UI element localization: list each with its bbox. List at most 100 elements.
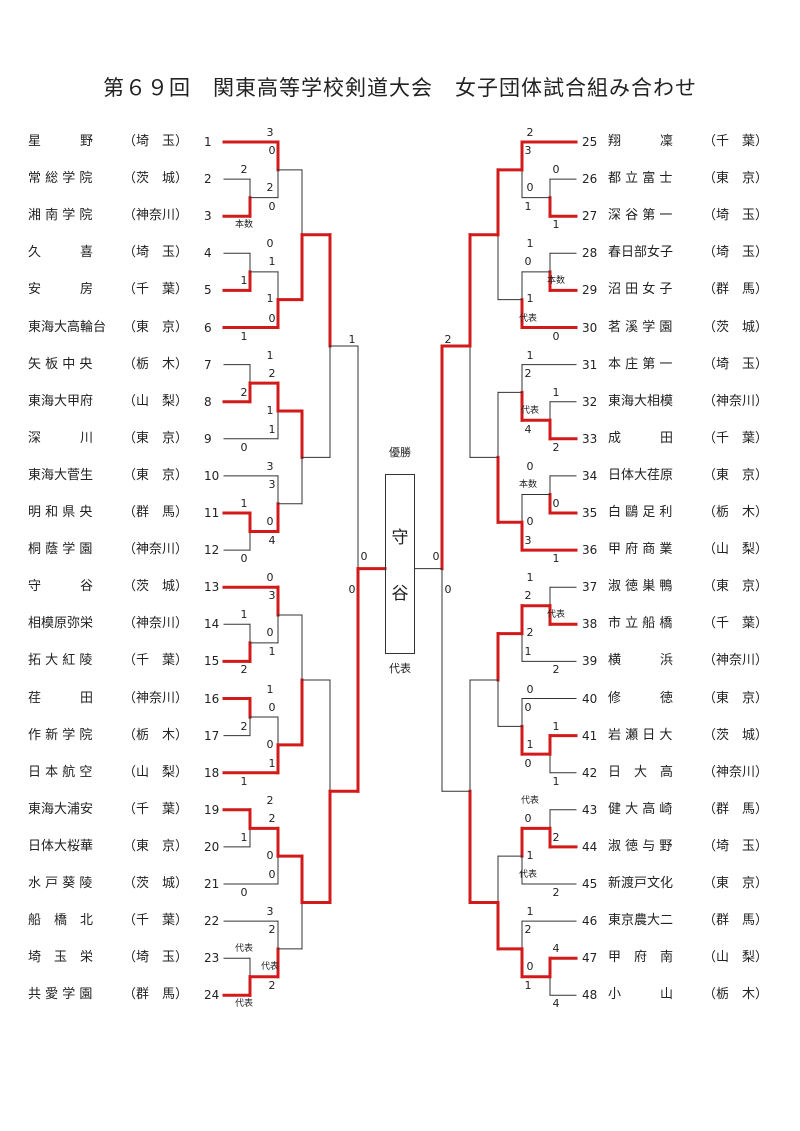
team-row: 東海大菅生（東 京） — [28, 467, 188, 483]
match-score: 0 — [268, 868, 276, 881]
match-score: 1 — [268, 422, 276, 436]
team-row: 湘 南 学 院（神奈川） — [28, 209, 188, 223]
team-seed: 19 — [204, 802, 220, 817]
team-prefecture: （山 梨） — [123, 764, 189, 780]
match-score: 0 — [432, 550, 440, 563]
match-score: 3 — [266, 126, 274, 139]
team-prefecture: （群 馬） — [703, 282, 769, 298]
team-seed: 10 — [204, 468, 220, 483]
team-prefecture: （神奈川） — [703, 393, 769, 409]
match-score: 2 — [526, 126, 534, 139]
team-name: 小 山 — [608, 987, 674, 1003]
match-score: 0 — [524, 756, 532, 770]
match-score: 2 — [552, 886, 560, 899]
result-note: 代表 — [260, 962, 280, 973]
team-row: 深 谷 第 一（埼 玉） — [608, 209, 768, 223]
team-name: 春日部女子 — [608, 245, 674, 261]
team-name: 成 田 — [608, 430, 674, 446]
team-name: 矢 板 中 央 — [28, 356, 93, 372]
team-prefecture: （神奈川） — [123, 542, 189, 558]
team-seed: 42 — [582, 765, 598, 780]
champion-label: 優勝 — [389, 446, 411, 459]
team-seed: 44 — [582, 839, 598, 854]
champion-char-1: 守 — [391, 528, 409, 548]
team-prefecture: （神奈川） — [703, 764, 769, 780]
team-row: 東海大高輪台（東 京） — [28, 319, 188, 335]
team-row: 東海大甲府（山 梨） — [28, 393, 188, 409]
team-row: 日体大荏原（東 京） — [608, 467, 769, 483]
match-score: 1 — [552, 552, 560, 566]
match-score: 0 — [266, 571, 274, 585]
team-seed: 15 — [204, 654, 220, 669]
result-note: 代表 — [234, 999, 254, 1010]
team-seed: 6 — [204, 320, 212, 335]
champion-box: 守 谷 — [385, 474, 415, 654]
match-score: 0 — [266, 737, 274, 751]
team-row: 久 喜（埼 玉） — [28, 246, 188, 260]
team-row: 修 徳（東 京） — [608, 691, 768, 706]
team-seed: 40 — [582, 691, 598, 706]
team-name: 水 戸 葵 陵 — [28, 876, 93, 891]
team-seed: 24 — [204, 988, 220, 1003]
team-row: 横 浜（神奈川） — [608, 654, 768, 668]
team-row: 東海大相模（神奈川） — [608, 393, 769, 409]
match-score: 2 — [240, 385, 248, 399]
team-seed: 30 — [582, 320, 598, 335]
team-seed: 18 — [204, 765, 220, 780]
match-score: 1 — [266, 682, 274, 696]
match-score: 3 — [524, 144, 532, 157]
match-score: 0 — [240, 886, 248, 899]
match-score: 1 — [526, 292, 534, 306]
match-score: 1 — [526, 237, 534, 251]
team-row: 茗 溪 学 園 （茨 城） — [608, 319, 769, 335]
team-prefecture: （栃 木） — [123, 727, 189, 743]
team-row: 春日部女子（埼 玉） — [608, 246, 768, 260]
result-note: 代表 — [234, 944, 254, 955]
team-seed: 14 — [204, 617, 220, 632]
match-score: 1 — [524, 979, 532, 993]
match-score: 1 — [552, 774, 560, 788]
team-prefecture: （埼 玉） — [123, 950, 189, 966]
team-prefecture: （東 京） — [703, 467, 769, 483]
result-note: 本数 — [546, 276, 566, 287]
team-name: 茗 溪 学 園 — [608, 319, 673, 335]
team-prefecture: （東 京） — [703, 579, 769, 595]
team-prefecture: （山 梨） — [703, 542, 769, 558]
team-prefecture: （茨 城） — [703, 319, 769, 335]
team-row: 安 房（千 葉） — [28, 283, 188, 297]
team-prefecture: （東 京） — [123, 838, 189, 854]
match-score: 0 — [444, 583, 452, 596]
team-name: 桐 蔭 学 園 — [28, 542, 93, 558]
team-seed: 12 — [204, 543, 220, 558]
team-row: 淑 徳 与 野（埼 玉） — [608, 839, 768, 854]
team-row: 守 谷（茨 城） — [28, 580, 188, 594]
match-score: 1 — [526, 848, 534, 862]
team-name: 沼 田 女 子 — [608, 282, 673, 298]
team-prefecture: （栃 木） — [703, 987, 769, 1003]
team-prefecture: （千 葉） — [123, 653, 189, 669]
team-seed: 8 — [204, 394, 212, 409]
result-note: 本数 — [518, 479, 538, 490]
team-row: 東海大浦安（千 葉） — [28, 802, 188, 817]
champion-char-2: 谷 — [391, 584, 409, 604]
team-name: 本 庄 第 一 — [608, 356, 673, 372]
team-name: 東海大甲府 — [28, 393, 94, 409]
team-seed: 2 — [204, 172, 212, 187]
match-score: 0 — [266, 848, 274, 862]
team-prefecture: （群 馬） — [703, 801, 769, 817]
match-score: 1 — [526, 571, 534, 585]
team-prefecture: （埼 玉） — [123, 134, 189, 149]
team-prefecture: （千 葉） — [703, 616, 769, 632]
team-name: 安 房 — [28, 282, 94, 298]
match-score: 0 — [266, 626, 274, 640]
team-prefecture: （千 葉） — [703, 430, 769, 446]
team-seed: 26 — [582, 172, 598, 187]
team-name: 東海大高輪台 — [28, 319, 107, 335]
page-title: 第６９回 関東高等学校剣道大会 女子団体試合組み合わせ — [103, 76, 697, 100]
match-score: 0 — [552, 329, 560, 343]
team-name: 東海大菅生 — [28, 467, 94, 483]
team-row: 甲 府 南（山 梨） — [608, 951, 768, 965]
team-seed: 11 — [204, 506, 220, 520]
team-row: 甲 府 商 業（山 梨） — [608, 543, 768, 557]
team-name: 船 橋 北 — [28, 913, 94, 929]
